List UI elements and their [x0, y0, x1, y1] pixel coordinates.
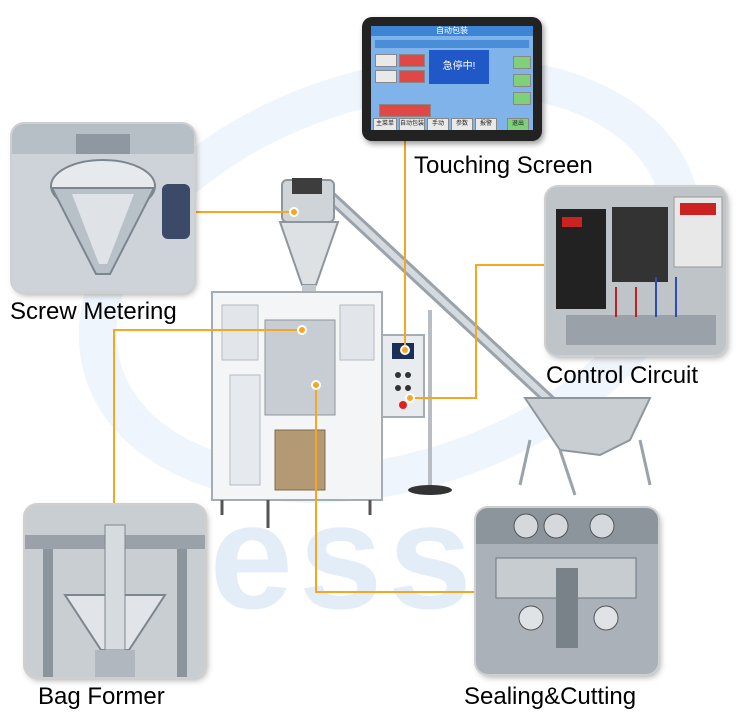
control-circuit-image — [546, 187, 726, 355]
callout-dot-sealing — [311, 380, 321, 390]
callout-dot-screen — [400, 345, 410, 355]
screen-title: 自动包装 — [371, 26, 533, 36]
auger-hopper — [278, 178, 340, 310]
screen-field — [399, 54, 425, 67]
screen-tab: 报警 — [475, 118, 497, 130]
screen-field — [375, 70, 397, 83]
caption-screw-metering: Screw Metering — [10, 298, 177, 325]
screen-tab: 手动 — [427, 118, 449, 130]
callout-dot-control — [405, 393, 415, 403]
screw-conveyor — [312, 179, 652, 496]
screen-tab: 参数 — [451, 118, 473, 130]
screen-field — [375, 54, 397, 67]
caption-touching-screen: Touching Screen — [414, 152, 593, 179]
bag-former-image — [25, 505, 205, 677]
callout-dot-screw — [289, 207, 299, 217]
touch-screen-display: 自动包装 急停中! 主菜单 自动包装 手动 参数 报警 退出 — [371, 26, 533, 130]
screen-field — [513, 74, 531, 87]
screw-metering-image — [12, 124, 194, 292]
caption-control-circuit: Control Circuit — [546, 362, 699, 389]
sealing-cutting-image — [476, 508, 658, 674]
screw-metering-photo — [12, 124, 194, 292]
caption-bag-former: Bag Former — [38, 683, 165, 710]
screen-tab: 主菜单 — [373, 118, 397, 130]
screen-status-row — [375, 40, 529, 48]
screen-tab: 退出 — [507, 118, 529, 130]
callout-lines — [113, 140, 546, 593]
screen-field — [399, 70, 425, 83]
screen-field — [513, 92, 531, 105]
caption-sealing-cutting: Sealing&Cutting — [464, 683, 637, 710]
screen-field — [513, 56, 531, 69]
callout-dot-former — [297, 325, 307, 335]
control-circuit-photo — [546, 187, 726, 355]
screen-tab: 自动包装 — [399, 118, 425, 130]
screen-field — [379, 104, 431, 117]
sealing-cutting-photo — [476, 508, 658, 674]
bag-former-photo — [25, 505, 205, 677]
touch-screen-photo: 自动包装 急停中! 主菜单 自动包装 手动 参数 报警 退出 — [362, 17, 542, 141]
screen-alert: 急停中! — [429, 50, 489, 84]
